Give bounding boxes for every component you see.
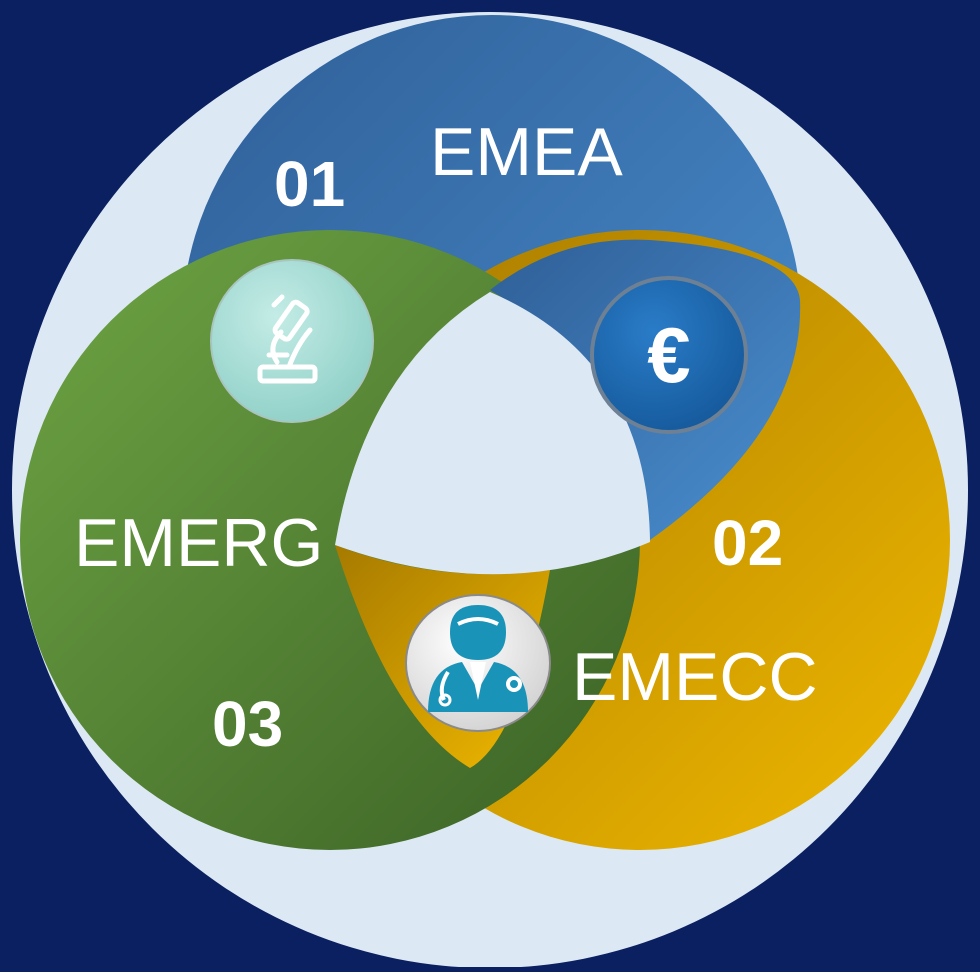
center-hole	[335, 292, 650, 575]
euro-icon: €	[590, 276, 748, 434]
segment-label-emerg: EMERG	[74, 505, 323, 581]
segment-number-03: 03	[212, 688, 283, 760]
segment-number-01: 01	[274, 148, 345, 220]
segment-label-emea: EMEA	[430, 114, 623, 190]
segment-label-emecc: EMECC	[572, 639, 818, 715]
microscope-icon	[210, 259, 374, 423]
euro-glyph: €	[647, 311, 690, 399]
doctor-icon	[405, 594, 551, 732]
segment-number-02: 02	[712, 507, 783, 579]
